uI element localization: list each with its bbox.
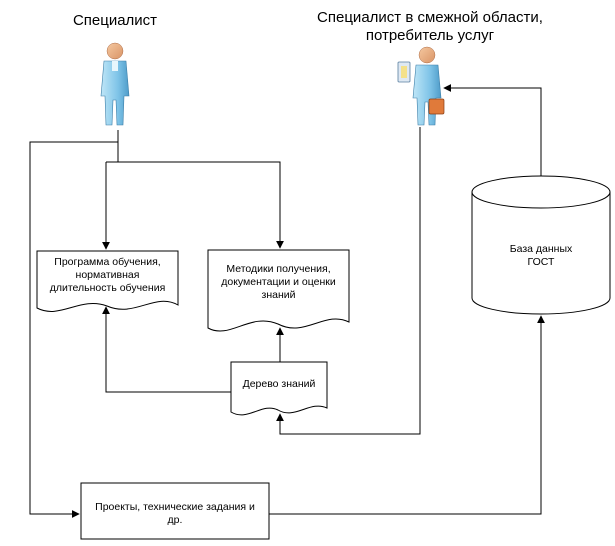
related-specialist-person-icon (397, 46, 445, 126)
projects-box (80, 482, 270, 540)
related-specialist-title-line2: потребитель услуг (365, 27, 495, 44)
program-text-line2: нормативная (75, 269, 140, 281)
related-specialist-title-line1: Специалист в смежной области, (317, 9, 543, 26)
program-document-shape (36, 250, 179, 312)
specialist-title: Специалист (72, 12, 158, 29)
specialist-person-icon (100, 42, 130, 126)
database-cylinder-shape (471, 175, 611, 315)
projects-text-line2: др. (167, 514, 183, 526)
program-text-line3: длительность обучения (49, 282, 166, 294)
connectors (29, 84, 545, 518)
projects-text-line1: Проекты, технические задания и (95, 501, 255, 513)
database-text-line2: ГОСТ (527, 256, 555, 268)
methods-document-shape (207, 249, 350, 332)
methods-text-line3: знаний (261, 289, 296, 301)
briefcase-icon (428, 98, 445, 115)
knowledge-tree-document-shape (230, 361, 328, 416)
database-text-line1: База данных (509, 243, 573, 255)
knowledge-tree-text: Дерево знаний (242, 378, 316, 390)
methods-text-line2: документации и оценки (221, 276, 336, 288)
methods-text-line1: Методики получения, (226, 263, 331, 275)
program-text-line1: Программа обучения, (54, 256, 161, 268)
